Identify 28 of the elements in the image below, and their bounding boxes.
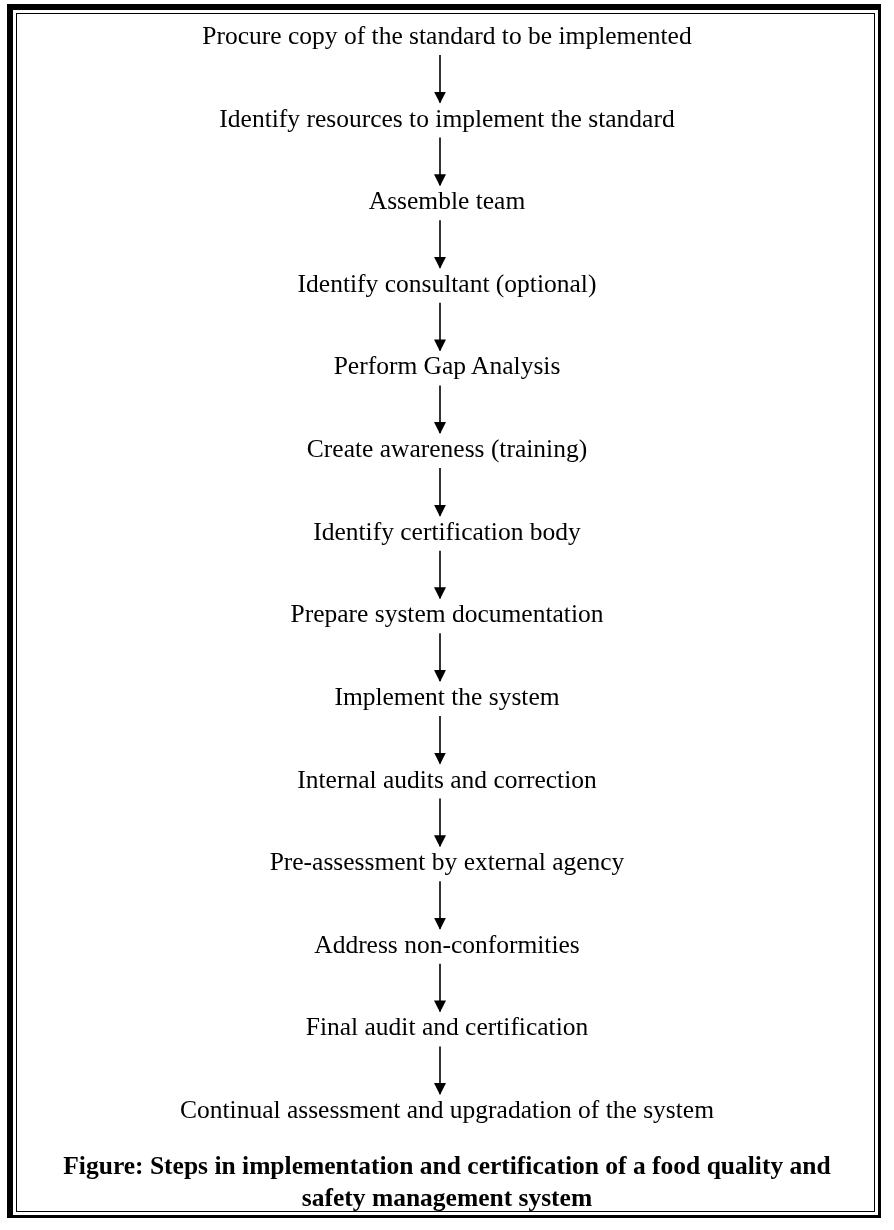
step-text: Identify certification body [313,516,581,547]
arrow [434,632,446,682]
figure-caption: Figure: Steps in implementation and certification of a food quality and safety management system [62,1150,832,1214]
arrow [434,384,446,435]
arrow [434,467,446,517]
step-text: Create awareness (training) [306,434,588,465]
arrow [434,219,446,269]
step-text: Prepare system documentation [290,599,604,630]
step-text: Assemble team [368,186,526,217]
step-text: Perform Gap Analysis [333,351,561,382]
arrow [434,880,446,930]
step-text: Implement the system [334,681,560,712]
arrow [434,302,446,352]
arrow [434,549,446,600]
step-text: Identify consultant (optional) [297,268,597,299]
step-text: Pre-assessment by external agency [269,847,625,878]
step-text: Final audit and certification [305,1012,589,1043]
arrow [434,797,446,848]
step-text: Internal audits and correction [297,764,597,795]
step-text: Continual assessment and upgradation of the system [180,1095,714,1125]
arrow [434,54,446,104]
step-text: Address non-conformities [314,929,580,960]
arrow [434,1045,446,1095]
step-text: Procure copy of the standard to be implemented [202,21,692,51]
arrow [434,962,446,1013]
arrow [434,136,446,187]
step-text: Identify resources to implement the standard [219,103,675,134]
arrow [434,715,446,765]
